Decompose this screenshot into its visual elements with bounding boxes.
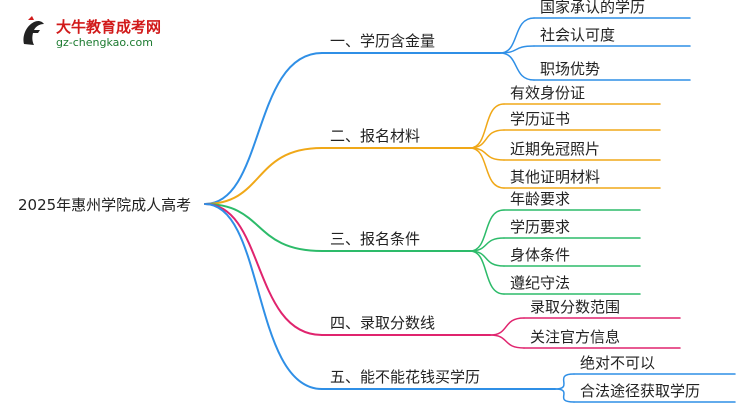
branch-buy-degree-child-connector — [554, 373, 575, 390]
branch-buy-degree-label: 五、能不能花钱买学历 — [330, 368, 481, 386]
branch-degree-value-connector — [204, 52, 323, 205]
logo-url: gz-chengkao.com — [56, 36, 153, 49]
branch-materials-connector — [204, 147, 323, 205]
branch-degree-value-child-connector — [499, 17, 535, 54]
logo: 大牛教育成考网 gz-chengkao.com — [18, 12, 168, 54]
mindmap-root: 2025年惠州学院成人高考 — [18, 196, 192, 214]
branch-buy-degree-connector — [204, 203, 323, 390]
branch-materials-label: 二、报名材料 — [330, 127, 421, 145]
branch-cutoff-child-connector — [489, 334, 525, 349]
branch-materials-child-connector — [469, 129, 505, 149]
branch-requirements-label: 三、报名条件 — [330, 230, 421, 248]
branch-cutoff-connector — [204, 203, 323, 336]
branch-requirements-connector — [204, 203, 323, 252]
branch-degree-value-child-label: 职场优势 — [540, 60, 601, 78]
logo-mark-icon — [23, 16, 44, 45]
branch-cutoff-child-label: 关注官方信息 — [530, 328, 621, 346]
branch-degree-value-child-label: 社会认可度 — [540, 26, 616, 44]
branch-buy-degree-child-connector — [554, 388, 575, 403]
branch-buy-degree-child-label: 合法途径获取学历 — [580, 382, 701, 400]
branch-requirements-child-label: 学历要求 — [510, 218, 571, 236]
branch-buy-degree-child-label: 绝对不可以 — [580, 354, 656, 372]
branch-degree-value-child-connector — [499, 52, 535, 81]
logo-title: 大牛教育成考网 — [56, 18, 162, 36]
branch-materials-child-label: 近期免冠照片 — [510, 140, 601, 158]
branch-requirements-child-connector — [469, 250, 505, 295]
branch-materials-child-label: 有效身份证 — [510, 84, 586, 102]
branch-cutoff-child-label: 录取分数范围 — [530, 298, 621, 316]
branch-materials-child-connector — [469, 147, 505, 189]
branch-materials-child-label: 其他证明材料 — [510, 168, 601, 186]
branch-degree-value-label: 一、学历含金量 — [330, 32, 436, 50]
branch-materials-child-connector — [469, 103, 505, 149]
branch-requirements-child-label: 年龄要求 — [510, 190, 571, 208]
branch-requirements-child-label: 遵纪守法 — [510, 274, 571, 292]
branch-cutoff-label: 四、录取分数线 — [330, 314, 436, 332]
branch-requirements-child-connector — [469, 250, 505, 267]
branch-requirements-child-label: 身体条件 — [510, 246, 571, 264]
branch-degree-value-child-label: 国家承认的学历 — [540, 0, 646, 16]
branch-materials-child-label: 学历证书 — [510, 110, 571, 128]
branch-requirements-child-connector — [469, 209, 505, 252]
branch-cutoff-child-connector — [489, 317, 525, 336]
